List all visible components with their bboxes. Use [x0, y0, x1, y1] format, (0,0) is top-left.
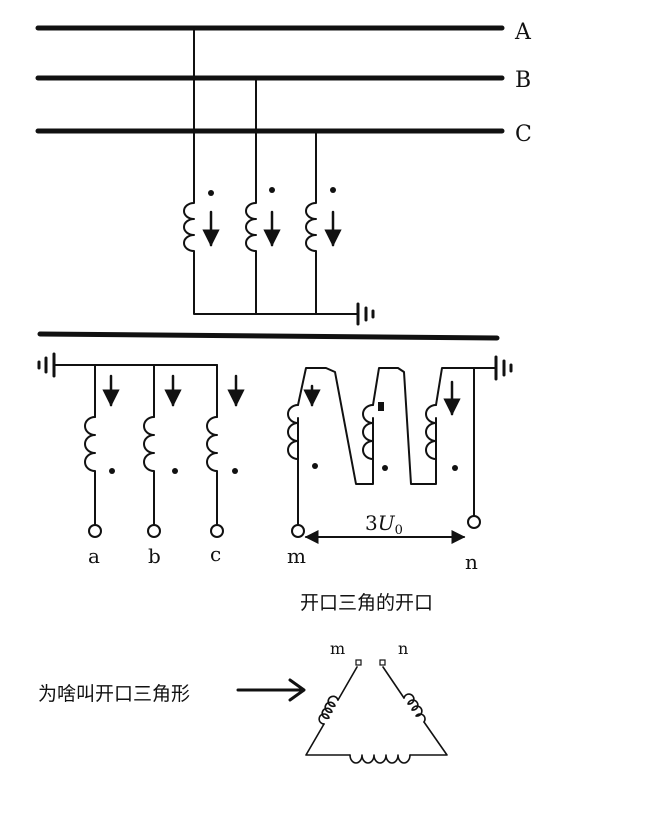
terminal-b	[147, 524, 161, 538]
core-separator	[37, 331, 500, 341]
secondary-coil-b	[143, 416, 155, 525]
terminal-label-a: a	[88, 544, 100, 568]
polarity-dot-secondary-a	[109, 468, 115, 474]
voltage-label-prefix: 3	[365, 511, 378, 535]
terminal-n	[467, 515, 481, 529]
sketch-triangle	[305, 666, 448, 756]
polarity-dot-secondary-c	[232, 468, 238, 474]
primary-coil-b	[245, 194, 257, 262]
primary-coil-a	[183, 194, 195, 262]
open-delta-wiring	[297, 367, 475, 525]
open-delta-coil-3	[425, 404, 437, 460]
voltage-label-subscript: 0	[395, 523, 403, 538]
polarity-dot-open-delta-1	[312, 463, 318, 469]
sketch-coil-bottom	[349, 754, 411, 764]
primary-coil-c	[305, 194, 317, 262]
polarity-dot-open-delta-2	[382, 465, 388, 471]
terminal-a	[88, 524, 102, 538]
secondary-ground-symbol-left	[37, 352, 56, 378]
primary-windings	[183, 27, 375, 326]
terminal-label-m: m	[287, 544, 306, 568]
primary-ground-symbol	[356, 302, 375, 326]
sketch-terminal-n	[379, 659, 386, 666]
bus-bars: A B C	[35, 20, 532, 147]
open-delta-caption: 开口三角的开口	[300, 592, 433, 614]
polarity-dot-primary-a	[208, 190, 214, 196]
secondary-ground-symbol-right	[494, 355, 513, 381]
terminal-label-b: b	[148, 544, 161, 568]
polarity-dot-primary-b	[269, 187, 275, 193]
bus-label-a: A	[514, 20, 532, 45]
secondary-coil-a	[84, 416, 96, 525]
primary-neutral-wire	[193, 260, 359, 315]
secondary-star-windings: a b c	[37, 352, 245, 568]
sketch-label-m: m	[330, 639, 345, 658]
open-delta-sketch: 为啥叫开口三角形 m n	[38, 639, 448, 764]
sketch-coil-left	[318, 695, 339, 725]
polarity-dot-secondary-b	[172, 468, 178, 474]
current-arrow-open-delta-2	[378, 402, 384, 411]
pointer-arrow-head	[288, 678, 306, 702]
terminal-label-c: c	[210, 542, 221, 566]
bus-label-b: B	[515, 68, 531, 93]
open-delta-windings: m n 3U0	[287, 355, 513, 574]
terminal-label-n: n	[465, 550, 478, 574]
sketch-terminal-m	[355, 659, 362, 666]
bus-label-c: C	[515, 122, 532, 147]
open-delta-coil-1	[287, 404, 299, 460]
terminal-c	[210, 524, 224, 538]
sketch-label-n: n	[398, 639, 408, 658]
terminal-m	[291, 524, 305, 538]
question-text: 为啥叫开口三角形	[38, 683, 190, 705]
open-delta-coil-2	[362, 404, 374, 460]
polarity-dot-primary-c	[330, 187, 336, 193]
voltage-label: 3U0	[365, 511, 403, 538]
polarity-dot-open-delta-3	[452, 465, 458, 471]
voltage-label-symbol: U	[378, 511, 396, 535]
secondary-coil-c	[206, 416, 218, 525]
sketch-coil-right	[403, 693, 426, 723]
